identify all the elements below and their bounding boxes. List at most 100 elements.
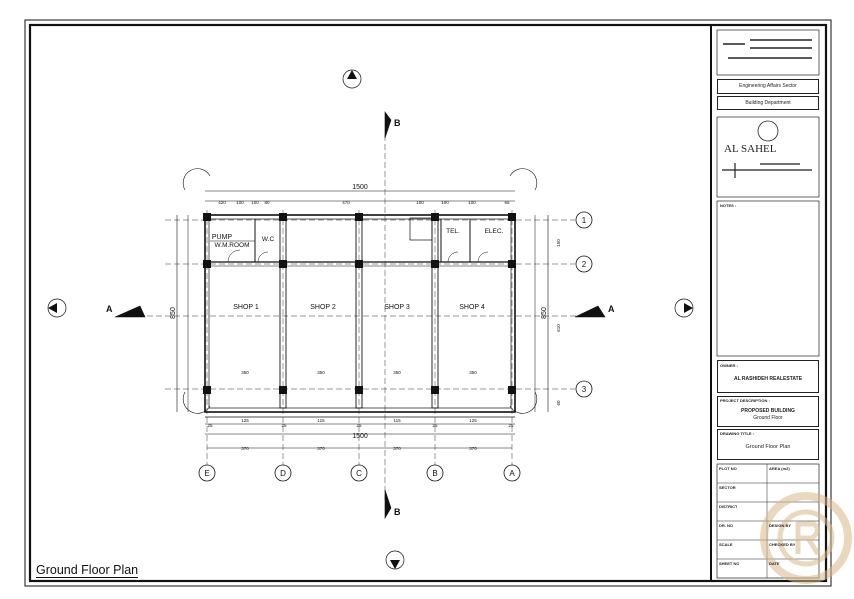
top-dim: 470 — [342, 200, 350, 205]
drawing-title-label: DRAWING TITLE : — [720, 431, 754, 436]
project-box — [717, 396, 819, 427]
floor-plan — [47, 69, 694, 570]
overall-width-top: 1500 — [352, 184, 368, 191]
column — [203, 213, 211, 221]
top-dim: 420 — [218, 200, 226, 205]
grid-label-1: 1 — [582, 216, 587, 225]
bottom-dim: 25 — [281, 423, 287, 428]
arabic-script-icon — [722, 163, 812, 178]
column — [355, 386, 363, 394]
column — [203, 260, 211, 268]
grid-label-3: 3 — [582, 385, 587, 394]
door-swing — [477, 251, 489, 263]
top-dim: 100 — [236, 200, 244, 205]
outer-wall — [204, 214, 516, 413]
top-dim: 100 — [468, 200, 476, 205]
overall-depth-right: 850 — [541, 307, 548, 319]
elevation-arrow-icon — [48, 303, 57, 313]
grid-cell-label: SHEET NO — [719, 561, 740, 566]
owner-value: AL RASHIDEH REALESTATE — [733, 376, 803, 382]
company-logo-mark-icon — [723, 39, 812, 59]
room-label-elec: ELEC. — [485, 228, 504, 235]
room-label-shop2: SHOP 2 — [310, 304, 336, 311]
sheet-border-inner — [28, 23, 828, 583]
axis-dim: 370 — [469, 446, 477, 451]
grid-cell-label: CHECKED BY — [769, 542, 796, 547]
grid-cell-label: PLOT NO — [719, 466, 737, 471]
plot-corner-arc — [509, 391, 538, 414]
overall-width-bottom: 1500 — [352, 433, 368, 440]
elevation-arrow-icon — [390, 560, 400, 569]
section-label-b-bottom: B — [394, 507, 401, 517]
column — [508, 260, 516, 268]
grid-label-2: 2 — [582, 260, 587, 269]
project-label: PROJECT DESCRIPTION : — [720, 398, 770, 403]
top-dim: 100 — [416, 200, 424, 205]
column — [203, 386, 211, 394]
department-text: Building Department — [745, 100, 791, 106]
plot-corner-arc — [182, 168, 211, 191]
room-label-wc: W.C — [262, 236, 275, 243]
door-swing — [227, 249, 241, 263]
axis-dim: 370 — [241, 446, 249, 451]
sector-box — [717, 79, 819, 94]
grid-cell-label: DISTRICT — [719, 504, 738, 509]
elevation-arrow-icon — [347, 70, 357, 79]
section-label-b-top: B — [394, 118, 401, 128]
watermark-logo — [760, 492, 852, 584]
bottom-dim: 25 — [356, 423, 362, 428]
door-swing — [257, 251, 269, 263]
side-dim: 60 — [556, 400, 561, 406]
grid-bubble-a — [503, 464, 521, 482]
grid-bubble-b — [426, 464, 444, 482]
grid-cell-label: DR. NO — [719, 523, 733, 528]
grid-label-c: C — [356, 469, 362, 478]
drawing-title-box — [717, 429, 819, 460]
company-panel — [716, 116, 820, 198]
owner-label: OWNER : — [720, 363, 738, 368]
grid-cell-label: SECTOR — [719, 485, 736, 490]
column — [508, 386, 516, 394]
company-seal-icon — [757, 120, 779, 142]
grid-bubble-e — [198, 464, 216, 482]
column — [279, 213, 287, 221]
column — [279, 260, 287, 268]
side-dim: 610 — [556, 324, 561, 332]
column — [355, 213, 363, 221]
top-dim: 100 — [441, 200, 449, 205]
plot-corner-arc — [509, 168, 538, 191]
bottom-dim: 125 — [469, 418, 477, 423]
bottom-dim: 25 — [207, 423, 213, 428]
service-room-box — [409, 217, 433, 241]
drawing-caption: Ground Floor Plan — [36, 563, 139, 578]
grid-bubble-1 — [575, 211, 593, 229]
section-arrow-left — [114, 305, 146, 318]
grid-label-b: B — [432, 469, 437, 478]
top-dim: 100 — [251, 200, 259, 205]
elevation-arrow-icon — [684, 303, 693, 313]
sector-text: Engineering Affairs Sector — [739, 83, 797, 89]
company-name: AL SAHEL — [724, 143, 777, 155]
grid-label-e: E — [204, 469, 209, 478]
top-dim: 65 — [504, 200, 510, 205]
axis-dim: 370 — [393, 446, 401, 451]
notes-panel — [716, 200, 820, 357]
top-dim: 80 — [264, 200, 270, 205]
section-arrow-bottom — [384, 489, 392, 520]
interior-dim: 350 — [469, 370, 477, 375]
section-label-a-right: A — [608, 304, 615, 314]
notes-label: NOTES : — [720, 203, 737, 208]
logo-panel — [716, 29, 820, 76]
grid-bubble-2 — [575, 255, 593, 273]
outer-wall-inner-face — [208, 218, 512, 409]
grid-bubble-d — [274, 464, 292, 482]
column — [355, 260, 363, 268]
room-label-shop3: SHOP 3 — [384, 304, 410, 311]
grid-cell-label: DESIGN BY — [769, 523, 792, 528]
grid-bubble-c — [350, 464, 368, 482]
door-swing — [447, 251, 459, 263]
grid-cell-label: SCALE — [719, 542, 733, 547]
interior-dim: 350 — [241, 370, 249, 375]
room-label-shop4: SHOP 4 — [459, 304, 485, 311]
